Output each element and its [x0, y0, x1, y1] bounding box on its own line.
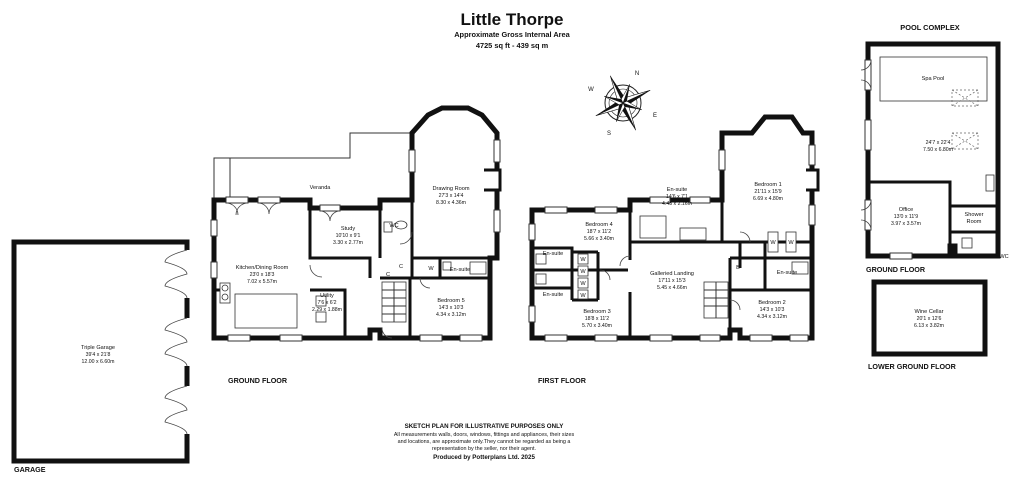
bedroom1-metric: 6.69 x 4.80m — [753, 196, 783, 202]
compass-w-label: W — [588, 87, 594, 93]
office-name: Office — [899, 207, 914, 213]
ensuite-main-imperial: 14'6 x 7'1 — [666, 194, 688, 200]
wardrobe-b1b-label: W — [788, 240, 794, 246]
pool-hall-metric: 7.50 x 6.80m — [923, 147, 953, 153]
cupboard-1-label: C — [399, 264, 403, 270]
disclaimer-line1: All measurements walls, doors, windows, … — [394, 432, 575, 438]
wine-cellar-plan: Wine Cellar 20'1 x 12'6 6.13 x 3.82m — [871, 279, 988, 357]
cupboard-2-label: C — [386, 272, 390, 278]
utility-imperial: 7'6 x 6'2 — [318, 300, 337, 306]
spa-pool-label: Spa Pool — [922, 76, 945, 82]
study-name: Study — [341, 226, 356, 232]
wardrobe-b3a-label: W — [580, 281, 586, 287]
bedroom1-name: Bedroom 1 — [754, 182, 781, 188]
bedroom2-name: Bedroom 2 — [758, 300, 785, 306]
bedroom4-name: Bedroom 4 — [585, 222, 612, 228]
ensuite-b4-label: En-suite — [543, 251, 564, 257]
plan-title: Little Thorpe — [461, 10, 564, 29]
office-imperial: 13'0 x 11'9 — [894, 214, 918, 220]
compass-icon: N S E W — [588, 71, 657, 137]
wine-cellar-name: Wine Cellar — [915, 309, 944, 315]
bedroom5-imperial: 14'3 x 10'3 — [439, 305, 464, 311]
disclaimer-line3: representation by the seller, nor their … — [432, 446, 536, 452]
kitchen-metric: 7.02 x 5.57m — [247, 279, 277, 285]
pool-complex-plan: Spa Pool 24'7 x 22'4 7.50 x 6.80m Office… — [860, 41, 1009, 260]
disclaimer-heading: SKETCH PLAN FOR ILLUSTRATIVE PURPOSES ON… — [405, 423, 565, 430]
plan-area: 4725 sq ft - 439 sq m — [476, 41, 549, 50]
bedroom5-metric: 4.34 x 3.12m — [436, 312, 466, 318]
wc-pool-label: WC — [999, 254, 1008, 260]
first-floor-label: FIRST FLOOR — [538, 376, 587, 385]
bathroom-first-label: B — [736, 265, 740, 271]
bedroom4-imperial: 18'7 x 11'2 — [587, 229, 611, 235]
landing-metric: 5.45 x 4.66m — [657, 285, 687, 291]
veranda-label: Veranda — [310, 185, 332, 191]
stairs-ground — [381, 281, 407, 323]
pool-hall-imperial: 24'7 x 22'4 — [926, 140, 951, 146]
ensuite-ground-label: En-suite — [450, 267, 471, 273]
wine-cellar-imperial: 20'1 x 12'6 — [917, 316, 942, 322]
compass-n-label: N — [635, 71, 639, 77]
office-metric: 3.97 x 3.57m — [891, 221, 921, 227]
wardrobe-b1a-label: W — [770, 240, 776, 246]
bedroom2-imperial: 14'3 x 10'3 — [760, 307, 785, 313]
compass-s-label: S — [607, 131, 611, 137]
utility-name: Utility — [320, 293, 334, 299]
utility-metric: 2.29 x 1.88m — [312, 307, 342, 313]
drawing-room-metric: 8.30 x 4.36m — [436, 200, 466, 206]
landing-imperial: 17'11 x 15'3 — [658, 278, 685, 284]
ensuite-main-name: En-suite — [667, 187, 688, 193]
drawing-room-imperial: 27'3 x 14'4 — [439, 193, 464, 199]
garage-section-label: GARAGE — [14, 465, 46, 474]
bedroom3-metric: 5.70 x 3.40m — [582, 323, 612, 329]
garage-room-imperial: 39'4 x 21'8 — [86, 352, 111, 358]
kitchen-name: Kitchen/Dining Room — [236, 265, 289, 271]
garage-room-name: Triple Garage — [81, 345, 115, 351]
garage-room-metric: 12.00 x 6.60m — [82, 359, 115, 365]
kitchen-imperial: 23'0 x 18'3 — [250, 272, 275, 278]
shower-room-label-1: Shower — [965, 212, 984, 218]
producer-credit: Produced by Potterplans Ltd. 2025 — [433, 454, 535, 461]
wardrobe-b4a-label: W — [580, 257, 586, 263]
study-imperial: 10'10 x 9'1 — [336, 233, 361, 239]
bedroom3-name: Bedroom 3 — [583, 309, 610, 315]
plan-subtitle: Approximate Gross Internal Area — [454, 30, 570, 39]
bedroom2-metric: 4.34 x 3.12m — [757, 314, 787, 320]
stairs-first — [703, 281, 729, 319]
compass-e-label: E — [653, 113, 657, 119]
ensuite-b3-label: En-suite — [543, 292, 564, 298]
ground-floor-label: GROUND FLOOR — [228, 376, 288, 385]
wine-cellar-metric: 6.13 x 3.82m — [914, 323, 944, 329]
wardrobe-ground-label: W — [428, 266, 434, 272]
lower-ground-floor-label: LOWER GROUND FLOOR — [868, 362, 957, 371]
drawing-room-name: Drawing Room — [433, 186, 470, 192]
pool-complex-title: POOL COMPLEX — [900, 23, 959, 32]
bedroom4-metric: 5.66 x 3.40m — [584, 236, 614, 242]
pool-ground-floor-label: GROUND FLOOR — [866, 265, 926, 274]
shower-room-label-2: Room — [967, 219, 982, 225]
ensuite-main-metric: 4.43 x 2.16m — [662, 201, 692, 207]
study-metric: 3.30 x 2.77m — [333, 240, 363, 246]
disclaimer-line2: and locations, are approximate only.They… — [398, 439, 571, 445]
ground-floor-plan: Veranda — [210, 105, 502, 342]
spa-pool-outline — [879, 56, 988, 102]
wardrobe-b3b-label: W — [580, 293, 586, 299]
bedroom5-name: Bedroom 5 — [437, 298, 464, 304]
wc-ground-label: WC — [389, 223, 398, 229]
wardrobe-b4b-label: W — [580, 269, 586, 275]
landing-name: Galleried Landing — [650, 271, 694, 277]
ensuite-b2-label: En-suite — [777, 270, 798, 276]
bedroom1-imperial: 21'11 x 15'9 — [754, 189, 781, 195]
bedroom3-imperial: 18'8 x 11'2 — [585, 316, 609, 322]
garage-plan: Triple Garage 39'4 x 21'8 12.00 x 6.60m — [11, 239, 191, 464]
first-floor-plan: En-suite 14'6 x 7'1 4.43 x 2.16m Bedroom… — [528, 114, 820, 342]
